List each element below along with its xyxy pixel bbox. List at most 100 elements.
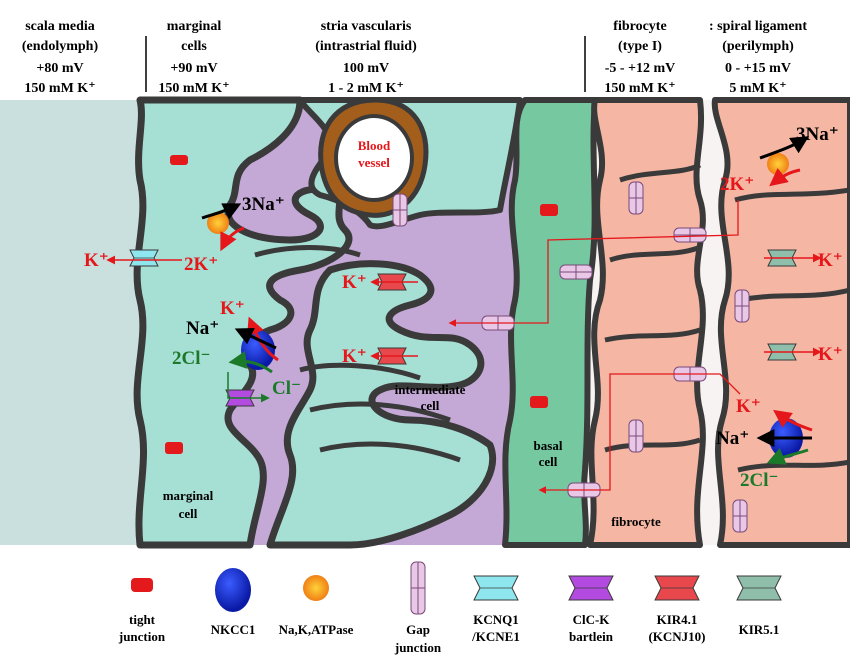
ion-k-label: K⁺ <box>342 272 367 293</box>
atpase-na-arrow <box>201 203 242 220</box>
tissue-labels: Blood vessel intermediate cell marginal … <box>163 138 661 529</box>
cell-process <box>319 441 461 463</box>
legend-label: Gap <box>406 622 430 637</box>
ion-3na-label: 3Na⁺ <box>796 124 839 145</box>
blood-vessel-lumen <box>334 114 414 202</box>
tight-junction <box>170 155 188 165</box>
legend-label: Na,K,ATPase <box>279 622 354 637</box>
legend-item-gap-junction: Gap junction <box>394 561 442 655</box>
cell-process <box>299 362 421 381</box>
intermediate-cell-label: cell <box>421 398 440 413</box>
cell-process <box>254 245 361 258</box>
legend: tight junction NKCC1 Na,K,ATPase Gap jun… <box>118 561 782 655</box>
k-recycling-arrow <box>448 200 739 327</box>
header-line: stria vascularis <box>321 19 412 34</box>
gap-junction <box>392 193 408 227</box>
nkcc1-k-arrow <box>246 316 279 362</box>
tight-junction <box>540 204 558 216</box>
fibrocyte-right <box>711 97 850 548</box>
atpase-k-arrow <box>769 167 801 187</box>
header-line: 150 mM K⁺ <box>604 81 675 96</box>
ion-2cl-label: 2Cl⁻ <box>740 470 779 491</box>
blood-vessel-label: Blood <box>358 138 391 153</box>
legend-item-kir41: KIR4.1 (KCNJ10) <box>648 575 706 644</box>
legend-swatch <box>215 568 251 612</box>
atpase-na-arrow <box>759 136 810 160</box>
gap-junction <box>673 227 707 243</box>
blood-vessel <box>318 97 429 218</box>
ion-k-label: K⁺ <box>220 298 245 319</box>
legend-label: KIR4.1 <box>657 612 698 627</box>
ion-cl-label: Cl⁻ <box>272 378 301 399</box>
marginal-cell-label: marginal <box>163 488 214 503</box>
atpase-k-arrow <box>220 226 245 252</box>
header-line: -5 - +12 mV <box>605 61 676 76</box>
legend-swatch <box>131 578 153 592</box>
header-line: fibrocyte <box>613 19 666 34</box>
marginal-cell-lobe <box>266 260 497 549</box>
header-line: 1 - 2 mM K⁺ <box>328 81 404 96</box>
header-marginal-cells: marginal cells +90 mV 150 mM K⁺ <box>158 19 229 96</box>
tissue <box>0 96 850 549</box>
header: scala media (endolymph) +80 mV 150 mM K⁺… <box>22 19 807 96</box>
header-line: : spiral ligament <box>709 19 807 34</box>
legend-item-nkcc1: NKCC1 <box>211 568 256 637</box>
ion-k-label: K⁺ <box>818 344 843 365</box>
legend-item-kir51: KIR5.1 <box>736 575 782 637</box>
k-recycling-arrow <box>538 373 741 494</box>
legend-label: bartlein <box>569 629 614 644</box>
legend-label: NKCC1 <box>211 622 256 637</box>
legend-label: (KCNJ10) <box>648 629 705 644</box>
cell-process <box>604 327 701 343</box>
cell-process <box>609 245 699 263</box>
ion-2k-label: 2K⁺ <box>184 254 218 275</box>
header-line: scala media <box>25 19 95 34</box>
legend-item-tight-junction: tight junction <box>118 578 166 644</box>
legend-item-kcnq1: KCNQ1 /KCNE1 <box>471 575 520 644</box>
ion-2cl-label: 2Cl⁻ <box>172 348 211 369</box>
gap-junction <box>628 181 644 215</box>
ion-k-label: K⁺ <box>84 250 109 271</box>
ion-na-label: Na⁺ <box>186 318 219 339</box>
legend-swatch <box>303 575 329 601</box>
header-line: 150 mM K⁺ <box>158 81 229 96</box>
legend-item-clck: ClC-K bartlein <box>568 575 614 644</box>
ion-k-label: K⁺ <box>342 346 367 367</box>
legend-label: /KCNE1 <box>471 629 520 644</box>
legend-label: tight <box>129 612 156 627</box>
basal-cell-label: cell <box>539 454 558 469</box>
gap-junction <box>559 264 593 280</box>
header-stria-vascularis: stria vascularis (intrastrial fluid) 100… <box>315 19 417 96</box>
tight-junction <box>165 442 183 454</box>
kcnq1-channel <box>129 249 159 267</box>
cell-process <box>309 401 451 423</box>
legend-label: KIR5.1 <box>739 622 780 637</box>
header-line: +80 mV <box>36 61 83 76</box>
ion-k-label: K⁺ <box>736 396 761 417</box>
nkcc1-cl-arrow <box>228 351 273 374</box>
header-line: 100 mV <box>343 61 389 76</box>
basal-cell-label: basal <box>534 438 563 453</box>
nkcc1-na-arrow <box>234 328 277 350</box>
nkcc1-cl-arrow <box>766 448 809 465</box>
legend-label: junction <box>394 640 442 655</box>
gap-junction <box>734 289 750 323</box>
clck-cl-arrow <box>227 372 270 403</box>
legend-item-nakatpase: Na,K,ATPase <box>279 575 354 637</box>
ion-k-label: K⁺ <box>818 250 843 271</box>
legend-label: junction <box>118 629 166 644</box>
gap-junction <box>732 499 748 533</box>
legend-label: ClC-K <box>573 612 611 627</box>
endolymph-region <box>0 100 150 545</box>
gap-junction <box>628 419 644 453</box>
header-line: 150 mM K⁺ <box>24 81 95 96</box>
ion-na-label: Na⁺ <box>716 428 749 449</box>
legend-label: KCNQ1 <box>473 612 519 627</box>
header-line: (intrastrial fluid) <box>315 39 417 54</box>
header-spiral-ligament: : spiral ligament (perilymph) 0 - +15 mV… <box>709 19 807 96</box>
header-line: +90 mV <box>170 61 217 76</box>
header-line: (endolymph) <box>22 39 99 54</box>
ion-3na-label: 3Na⁺ <box>242 194 285 215</box>
cell-process <box>619 162 702 183</box>
